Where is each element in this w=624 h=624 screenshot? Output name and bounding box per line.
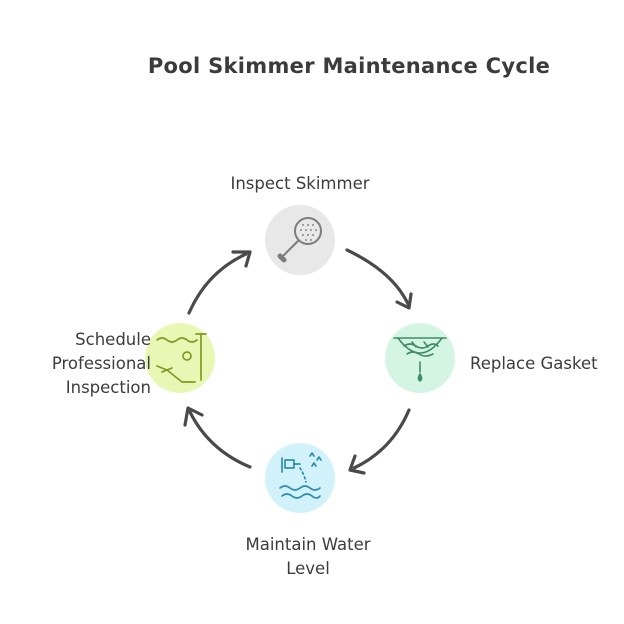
label-schedule-inspection: Schedule Professional Inspection [51,330,151,397]
arrow-replace-to-maintain [348,408,411,475]
arrow-schedule-to-inspect [187,250,252,315]
pool-ladder-icon [156,333,207,383]
arrow-maintain-to-schedule [183,406,252,469]
label-replace-gasket: Replace Gasket [470,354,598,373]
node-maintain-water-level [265,443,335,513]
node-schedule-inspection [145,323,215,393]
gasket-icon [393,337,447,382]
arrow-inspect-to-replace [345,248,413,310]
label-maintain-water-level: Maintain Water Level [245,535,371,578]
node-circle-mint [385,323,455,393]
node-inspect-skimmer [265,205,335,275]
water-faucet-icon [279,452,322,499]
node-circle-blue [265,443,335,513]
skimmer-net-icon [277,217,322,263]
node-replace-gasket [385,323,455,393]
label-inspect-skimmer: Inspect Skimmer [230,174,370,193]
diagram-title: Pool Skimmer Maintenance Cycle [147,54,551,78]
